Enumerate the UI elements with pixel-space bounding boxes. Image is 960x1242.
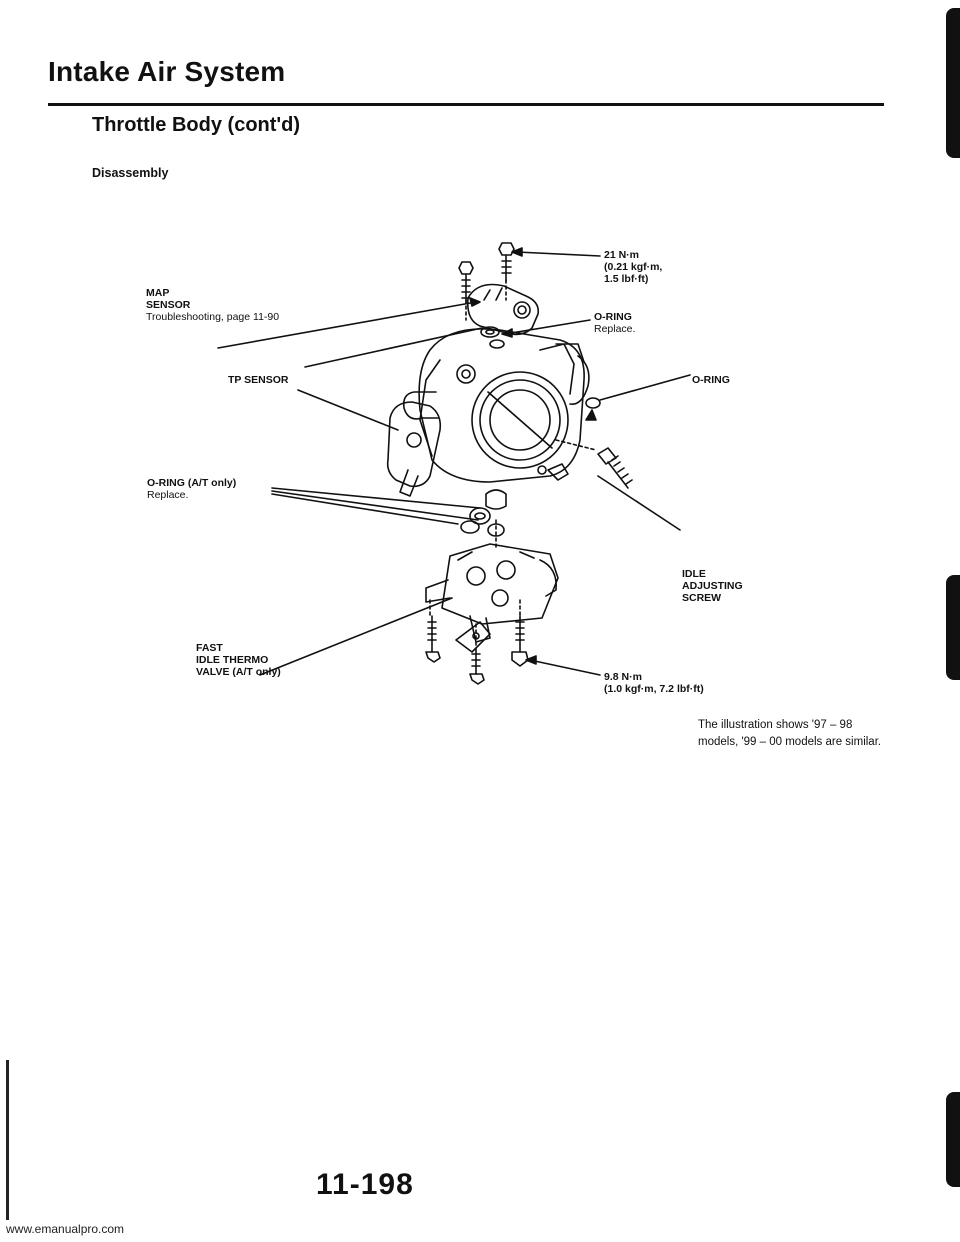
page-edge-mark xyxy=(6,1060,9,1220)
illustration-note-line2: models, '99 – 00 models are similar. xyxy=(698,736,882,748)
map-sensor-part xyxy=(466,283,540,336)
map-sensor-reference: Troubleshooting, page 11-90 xyxy=(146,311,280,323)
section-heading: Disassembly xyxy=(92,166,169,180)
bottom-bolt-left xyxy=(425,615,441,663)
section-subtitle: Throttle Body (cont'd) xyxy=(92,114,301,136)
torque-bottom-value: 9.8 N·m xyxy=(604,671,642,683)
tp-sensor-label: TP SENSOR xyxy=(228,374,289,386)
top-bolt-left xyxy=(458,261,474,303)
top-bolt-right xyxy=(498,242,515,282)
title-rule xyxy=(48,103,884,106)
bottom-bolt-right xyxy=(511,615,529,667)
illustration-note: The illustration shows '97 – 98 models, … xyxy=(698,717,881,751)
oring-at-note: Replace. xyxy=(147,489,189,501)
idle-screw-line2: ADJUSTING xyxy=(682,580,743,592)
footer-url[interactable]: www.emanualpro.com xyxy=(6,1222,125,1236)
map-sensor-label-line1: MAP xyxy=(146,287,170,299)
fast-idle-thermo-valve-part xyxy=(425,543,559,643)
map-sensor-label: MAP SENSOR Troubleshooting, page 11-90 xyxy=(146,287,279,323)
page-number: 11-198 xyxy=(316,1168,414,1201)
bottom-bolt-middle xyxy=(469,647,485,685)
idle-screw-line1: IDLE xyxy=(682,568,706,580)
binding-mark-top xyxy=(946,8,960,158)
fast-idle-thermo-valve-label: FAST IDLE THERMO VALVE (A/T only) xyxy=(196,642,281,678)
oring-at-label: O-RING (A/T only) Replace. xyxy=(147,477,236,501)
page-title: Intake Air System xyxy=(48,56,286,87)
oring-top-note: Replace. xyxy=(594,323,636,335)
torque-top-conversion-2: 1.5 lbf·ft) xyxy=(604,273,649,285)
map-sensor-label-line2: SENSOR xyxy=(146,299,191,311)
torque-top-conversion: (0.21 kgf·m, xyxy=(604,261,663,273)
oring-at-title: O-RING (A/T only) xyxy=(147,477,237,489)
torque-spec-bottom: 9.8 N·m (1.0 kgf·m, 7.2 lbf·ft) xyxy=(604,671,704,695)
tp-sensor-part xyxy=(386,401,442,497)
oring-right-label: O-RING xyxy=(692,374,730,386)
torque-bottom-conversion: (1.0 kgf·m, 7.2 lbf·ft) xyxy=(604,683,704,695)
torque-top-value: 21 N·m xyxy=(604,249,640,261)
oring-top-label: O-RING Replace. xyxy=(594,311,635,335)
binding-mark-bottom xyxy=(946,1092,960,1187)
idle-adjusting-screw-part xyxy=(597,447,633,489)
fast-idle-line1: FAST xyxy=(196,642,223,654)
oring-top-title: O-RING xyxy=(594,311,632,323)
torque-spec-top: 21 N·m (0.21 kgf·m, 1.5 lbf·ft) xyxy=(604,249,662,285)
idle-screw-line3: SCREW xyxy=(682,592,722,604)
throttle-body-part xyxy=(402,328,590,483)
fast-idle-line2: IDLE THERMO xyxy=(196,654,269,666)
idle-adjusting-screw-label: IDLE ADJUSTING SCREW xyxy=(682,568,743,604)
fast-idle-line3: VALVE (A/T only) xyxy=(196,666,281,678)
illustration-note-line1: The illustration shows '97 – 98 xyxy=(698,719,853,731)
binding-mark-middle xyxy=(946,575,960,680)
